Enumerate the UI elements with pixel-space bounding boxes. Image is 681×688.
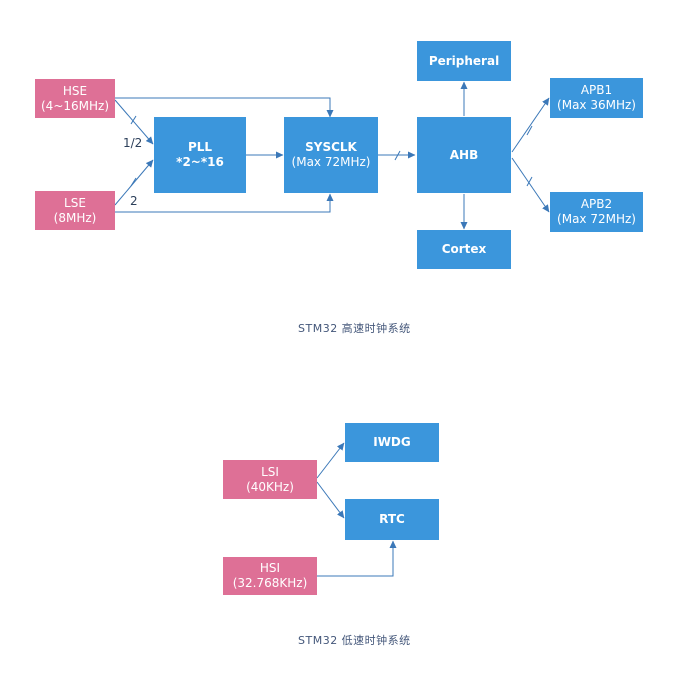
hsi-frequency: (32.768KHz) [232, 576, 308, 590]
sysclk-frequency: (Max 72MHz) [291, 155, 371, 169]
wire-lse-sysclk [115, 193, 334, 213]
rtc-name: RTC [379, 512, 405, 526]
apb2-block: APB2 (Max 72MHz) [550, 192, 643, 232]
apb1-name: APB1 [580, 83, 613, 97]
hsi-block: HSI (32.768KHz) [223, 557, 317, 595]
lse-name: LSE [64, 195, 86, 210]
label-two-divider: 2 [130, 194, 138, 208]
rtc-block: RTC [345, 499, 439, 540]
hse-block: HSE (4~16MHz) [35, 79, 115, 118]
pll-multiplier: *2~*16 [176, 155, 224, 169]
sysclk-name: SYSCLK [305, 140, 357, 154]
iwdg-name: IWDG [373, 435, 411, 449]
wire-lsi-rtc [316, 481, 345, 519]
lse-block: LSE (8MHz) [35, 191, 115, 230]
peripheral-block: Peripheral [417, 41, 511, 81]
wire-lse-pll [114, 159, 154, 206]
low-speed-caption: STM32 低速时钟系统 [298, 634, 411, 647]
tick-ahb-apb2 [526, 176, 533, 187]
sysclk-block: SYSCLK (Max 72MHz) [284, 117, 378, 193]
label-half-divider: 1/2 [123, 136, 143, 150]
hse-frequency: (4~16MHz) [41, 98, 109, 113]
wire-ahb-apb1 [511, 97, 550, 153]
hse-name: HSE [62, 83, 88, 98]
apb1-frequency: (Max 36MHz) [557, 98, 636, 112]
tick-hse-pll [130, 115, 137, 125]
lsi-block: LSI (40KHz) [223, 460, 317, 499]
apb2-name: APB2 [580, 197, 613, 211]
wire-hse-sysclk [115, 97, 334, 118]
wire-hse-pll [114, 99, 154, 145]
cortex-block: Cortex [417, 230, 511, 269]
ahb-name: AHB [449, 147, 479, 162]
apb1-block: APB1 (Max 36MHz) [550, 78, 643, 118]
cortex-name: Cortex [441, 242, 487, 256]
high-speed-caption: STM32 高速时钟系统 [298, 322, 411, 335]
wire-lsi-iwdg [316, 442, 345, 479]
wire-ahb-apb2 [511, 157, 550, 213]
lsi-frequency: (40KHz) [246, 479, 294, 494]
pll-name: PLL [187, 140, 213, 154]
ahb-block: AHB [417, 117, 511, 193]
tick-ahb-apb1 [526, 125, 533, 136]
lse-frequency: (8MHz) [53, 210, 97, 225]
lsi-name: LSI [261, 464, 279, 479]
hsi-name: HSI [259, 561, 281, 575]
iwdg-block: IWDG [345, 423, 439, 462]
tick-sysclk-ahb [394, 150, 401, 161]
tick-lse-pll [130, 177, 137, 187]
pll-block: PLL *2~*16 [154, 117, 246, 193]
apb2-frequency: (Max 72MHz) [557, 212, 636, 226]
peripheral-name: Peripheral [428, 53, 500, 68]
wire-hsi-rtc [317, 540, 397, 577]
